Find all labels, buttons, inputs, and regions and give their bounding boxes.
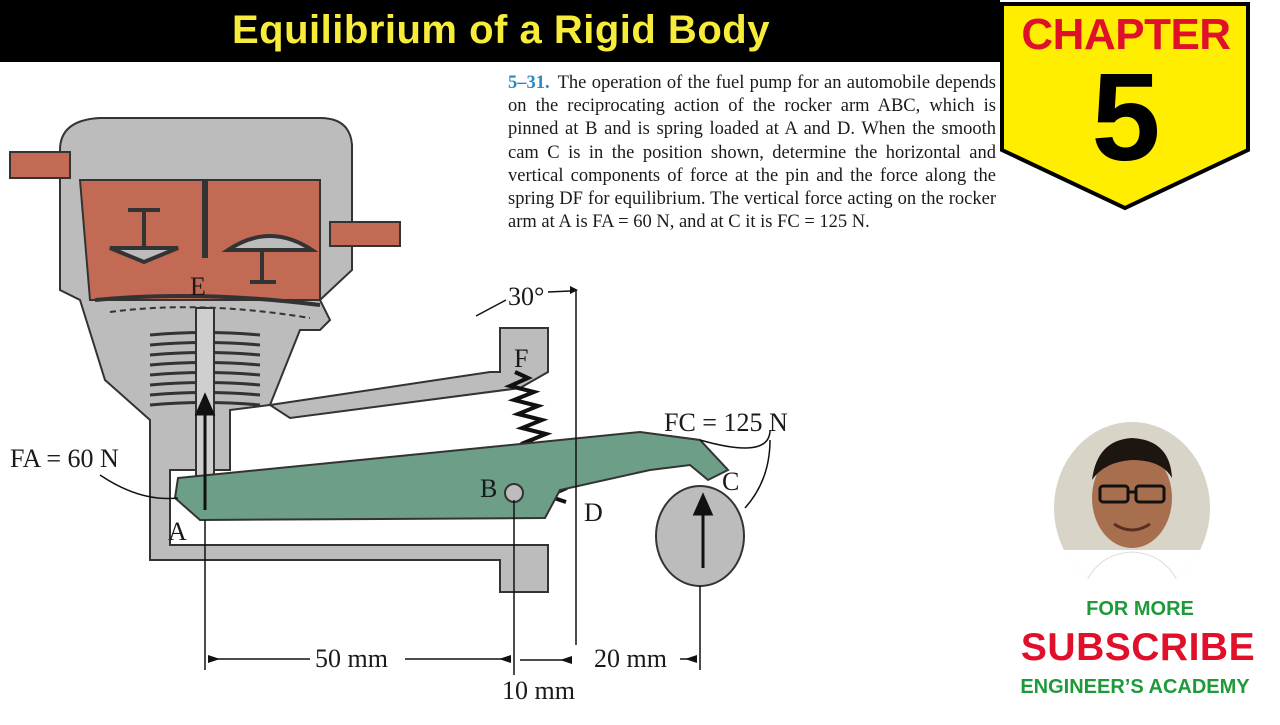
label-force-c: FC = 125 N: [664, 408, 788, 437]
title-bar: Equilibrium of a Rigid Body: [0, 0, 1000, 62]
diaphragm: [94, 294, 321, 307]
label-b: B: [480, 474, 498, 503]
chapter-badge: [1000, 2, 1250, 211]
label-d: D: [584, 498, 603, 527]
label-a: A: [168, 517, 187, 546]
inlet-pipe: [9, 151, 71, 179]
problem-text: The operation of the fuel pump for an au…: [508, 73, 996, 233]
diagram-drawing: [9, 117, 771, 675]
presenter-avatar: [1054, 422, 1210, 594]
subscribe-text[interactable]: SUBSCRIBE: [1020, 626, 1256, 669]
label-force-a: FA = 60 N: [10, 444, 119, 473]
inlet-valve: [109, 208, 179, 265]
problem-statement: 5–31.The operation of the fuel pump for …: [508, 72, 996, 234]
chapter-label: CHAPTER: [1021, 10, 1231, 59]
fuel-pump-diagram: E F A B C D 30° FA = 60 N FC = 125 N 50 …: [0, 62, 1000, 720]
page-title: Equilibrium of a Rigid Body: [232, 8, 770, 52]
outlet-valve: [221, 234, 319, 284]
label-f: F: [514, 344, 529, 373]
academy-text: ENGINEER’S ACADEMY: [1020, 676, 1250, 698]
rocker-arm: [173, 430, 730, 522]
label-e: E: [190, 272, 206, 301]
chapter-number: 5: [1091, 49, 1161, 187]
problem-number: 5–31.: [508, 73, 550, 93]
label-dim-10: 10 mm: [502, 676, 575, 705]
label-dim-50: 50 mm: [315, 644, 388, 673]
pin-b: [504, 483, 524, 503]
label-dim-20: 20 mm: [594, 644, 667, 673]
spring-bracket: [267, 327, 549, 420]
for-more-text: FOR MORE: [1086, 598, 1194, 620]
force-arrows: [194, 392, 714, 568]
outlet-pipe: [329, 221, 401, 247]
badge-shape: [1000, 2, 1250, 211]
label-c: C: [722, 467, 740, 496]
label-angle: 30°: [508, 282, 545, 311]
